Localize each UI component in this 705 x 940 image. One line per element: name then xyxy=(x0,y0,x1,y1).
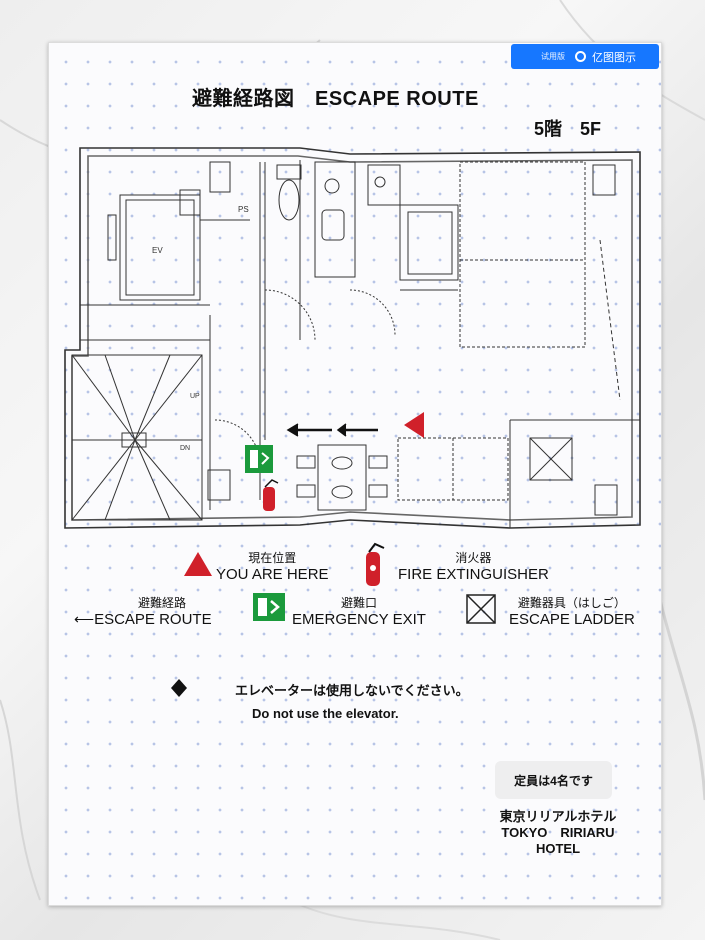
edraw-logo-icon xyxy=(575,51,586,62)
escape-route-arrows xyxy=(286,423,378,437)
legend-you-are-here: 現在位置 YOU ARE HERE xyxy=(216,549,329,583)
shower-room xyxy=(399,204,459,291)
elevator-shaft: EV xyxy=(107,189,250,301)
legend-escape-route-jp: 避難経路 xyxy=(138,596,187,610)
ladder-room xyxy=(207,419,640,528)
fire-extinguisher-legend-icon xyxy=(366,542,385,586)
ps-label: PS xyxy=(238,205,249,214)
legend-fire-extinguisher: 消火器 FIRE EXTINGUISHER xyxy=(398,549,549,583)
escape-route-arrow-icon: ⟵ xyxy=(74,611,95,627)
emergency-exit-sign xyxy=(245,445,273,473)
toilet xyxy=(276,164,302,221)
outer-walls xyxy=(64,147,641,529)
escape-ladder-legend-icon xyxy=(466,594,496,624)
staircase: UP DN xyxy=(71,354,203,521)
legend-fire-extinguisher-en: FIRE EXTINGUISHER xyxy=(398,566,549,583)
you-are-here-legend-icon xyxy=(184,552,212,576)
notice-en: Do not use the elevator. xyxy=(252,706,399,721)
legend-you-are-here-en: YOU ARE HERE xyxy=(216,566,329,583)
legend-emergency-exit-jp: 避難口 xyxy=(340,596,377,610)
up-label: UP xyxy=(190,393,200,400)
hotel-name-en-1: TOKYO RIRIARU xyxy=(501,825,615,840)
badge-brand-label: 亿图图示 xyxy=(592,51,636,64)
escape-ladder-hatch xyxy=(529,437,573,481)
emergency-exit-legend-icon xyxy=(253,593,285,621)
capacity-badge: 定員は4名です xyxy=(495,761,612,799)
legend-fire-extinguisher-jp: 消火器 xyxy=(455,551,492,565)
ps-shaft xyxy=(209,161,231,193)
trial-watermark-badge: 试用版 亿图图示 xyxy=(511,44,659,69)
legend-emergency-exit-en: EMERGENCY EXIT xyxy=(292,611,426,628)
kitchen-counter xyxy=(314,161,401,278)
bed xyxy=(459,161,621,401)
page-title: 避難経路図 ESCAPE ROUTE xyxy=(192,88,479,110)
legend-escape-ladder: 避難器具（はしご） ESCAPE LADDER xyxy=(509,594,635,628)
dn-label: DN xyxy=(180,445,190,452)
legend-you-are-here-jp: 現在位置 xyxy=(248,551,297,565)
badge-trial-label: 试用版 xyxy=(541,52,565,61)
notice-jp: エレベーターは使用しないでください。 xyxy=(235,683,469,698)
legend-emergency-exit: 避難口 EMERGENCY EXIT xyxy=(292,594,426,628)
fire-extinguisher-marker xyxy=(263,479,279,511)
hotel-name-jp: 東京リリアルホテル xyxy=(499,809,617,824)
floor-plan: EV PS UP DN xyxy=(64,147,641,529)
dining-table xyxy=(296,444,388,511)
hotel-name: 東京リリアルホテル TOKYO RIRIARU HOTEL xyxy=(478,809,638,857)
legend-escape-ladder-jp: 避難器具（はしご） xyxy=(517,596,626,610)
ev-label: EV xyxy=(152,246,163,255)
you-are-here-marker xyxy=(404,412,424,438)
legend-escape-route-en: ESCAPE ROUTE xyxy=(94,611,212,628)
corridor-walls xyxy=(80,160,396,510)
legend-escape-ladder-en: ESCAPE LADDER xyxy=(509,611,635,628)
floor-label: 5階 5F xyxy=(534,119,602,139)
hotel-name-en-2: HOTEL xyxy=(535,841,581,856)
diamond-bullet-icon xyxy=(171,679,187,697)
legend-escape-route: 避難経路 ⟵ESCAPE ROUTE xyxy=(74,594,212,628)
